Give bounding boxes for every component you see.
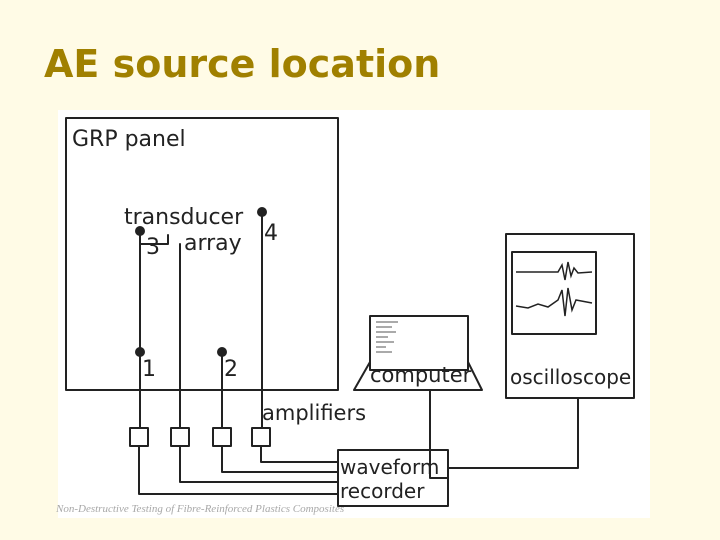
computer-screen-text: [376, 321, 398, 353]
computer-label: computer: [370, 363, 472, 387]
slide-footer: Non-Destructive Testing of Fibre-Reinfor…: [56, 503, 345, 515]
transducer-dot-1: [135, 347, 145, 357]
oscilloscope-screen: [511, 251, 597, 335]
amplifier-2: [170, 427, 190, 447]
recorder-label-line1: waveform: [340, 455, 439, 479]
amplifier-4: [251, 427, 271, 447]
wire-amp-1: [138, 445, 339, 495]
oscilloscope-waveforms: [515, 261, 593, 317]
transducer-dot-3: [135, 226, 145, 236]
transducer-number-1: 1: [142, 357, 156, 382]
amplifier-1: [129, 427, 149, 447]
diagram-canvas: GRP panel transducer array 1 2 3 4 ampli…: [65, 117, 635, 507]
wire-recorder-oscilloscope: [447, 397, 579, 469]
oscilloscope: [505, 233, 635, 399]
wire-amp-4: [260, 445, 339, 463]
amplifier-3: [212, 427, 232, 447]
grp-panel: [65, 117, 339, 391]
wire-transducer-3: [139, 234, 169, 429]
computer-screen: [369, 315, 469, 371]
recorder-label-line2: recorder: [340, 479, 425, 503]
wire-recorder-computer: [429, 389, 449, 479]
transducer-number-3: 3: [146, 235, 160, 260]
ae-setup-diagram: GRP panel transducer array 1 2 3 4 ampli…: [58, 110, 650, 518]
computer-base: [353, 361, 483, 391]
transducer-dot-2: [217, 347, 227, 357]
wire-amp-2: [179, 445, 339, 483]
slide-title: AE source location: [44, 42, 441, 86]
transducer-number-2: 2: [224, 357, 238, 382]
wire-amp-3: [221, 445, 339, 473]
transducer-dot-4: [257, 207, 267, 217]
transducer-label-line2: array: [184, 231, 242, 256]
transducer-number-4: 4: [264, 221, 278, 246]
oscilloscope-label: oscilloscope: [510, 365, 631, 389]
amplifiers-label: amplifiers: [262, 401, 366, 425]
transducer-label-line1: transducer: [124, 205, 244, 230]
panel-label: GRP panel: [72, 127, 186, 152]
